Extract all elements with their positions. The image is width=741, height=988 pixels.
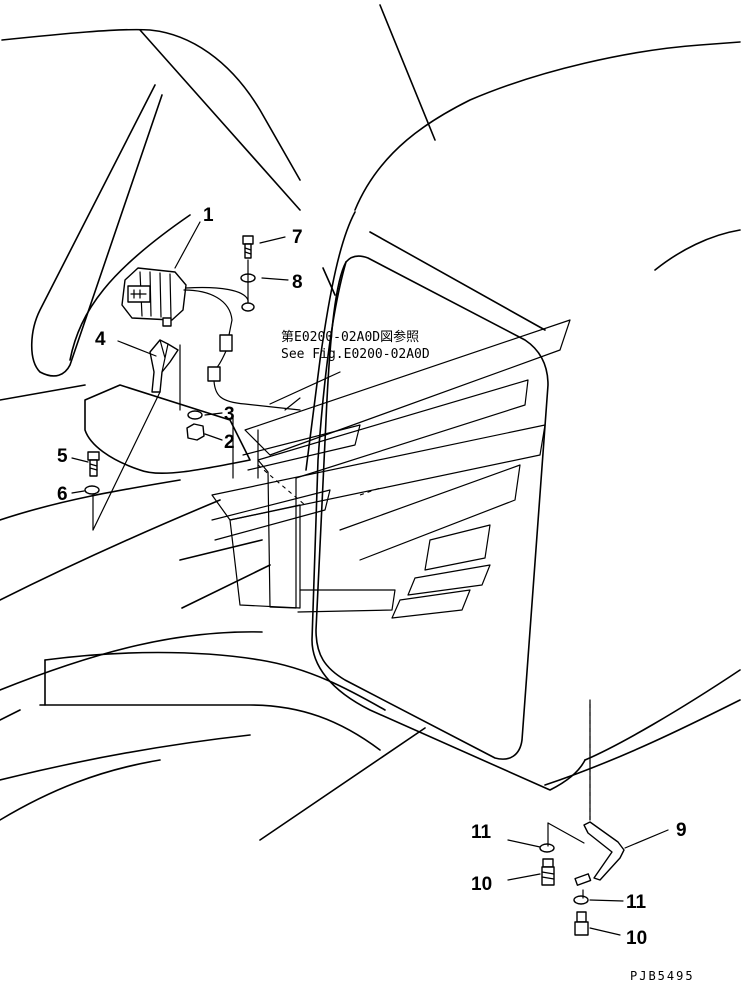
bolt-7 <box>242 235 254 259</box>
washer-11-right <box>573 895 589 905</box>
bolt-5 <box>87 451 100 477</box>
washer-11-left <box>539 843 555 853</box>
ground-cable <box>574 821 625 886</box>
callout-1: 1 <box>203 205 214 226</box>
washer-6 <box>84 485 100 495</box>
callout-10-right: 10 <box>626 928 647 949</box>
figure-reference-note: 第E0200-02A0D図参照 See Fig.E0200-02A0D <box>281 329 430 362</box>
callout-6: 6 <box>57 484 68 505</box>
nut-2 <box>186 423 205 441</box>
callout-labels: 1 2 3 4 5 6 7 8 9 10 10 11 11 <box>57 205 687 949</box>
callout-7: 7 <box>292 227 303 248</box>
work-lamp <box>121 267 187 327</box>
dashed-alignment-lines <box>257 464 591 820</box>
callout-4: 4 <box>95 329 106 350</box>
bolt-10-left <box>541 858 555 886</box>
reference-note-jp: 第E0200-02A0D図参照 <box>281 329 419 345</box>
bolt-10-right <box>574 911 589 936</box>
reference-note-en: See Fig.E0200-02A0D <box>281 347 430 362</box>
callout-11-right: 11 <box>626 892 647 913</box>
leader-lines <box>71 221 669 936</box>
callout-5: 5 <box>57 446 68 467</box>
drawing-code: PJB5495 <box>630 969 695 983</box>
machine-body-outline <box>0 4 741 841</box>
washer-3 <box>187 410 203 420</box>
callout-11-left: 11 <box>471 822 492 843</box>
callout-2: 2 <box>224 432 235 453</box>
callout-9: 9 <box>676 820 687 841</box>
callout-8: 8 <box>292 272 303 293</box>
lamp-bracket <box>149 339 179 393</box>
callout-3: 3 <box>224 404 235 425</box>
callout-10-left: 10 <box>471 874 492 895</box>
